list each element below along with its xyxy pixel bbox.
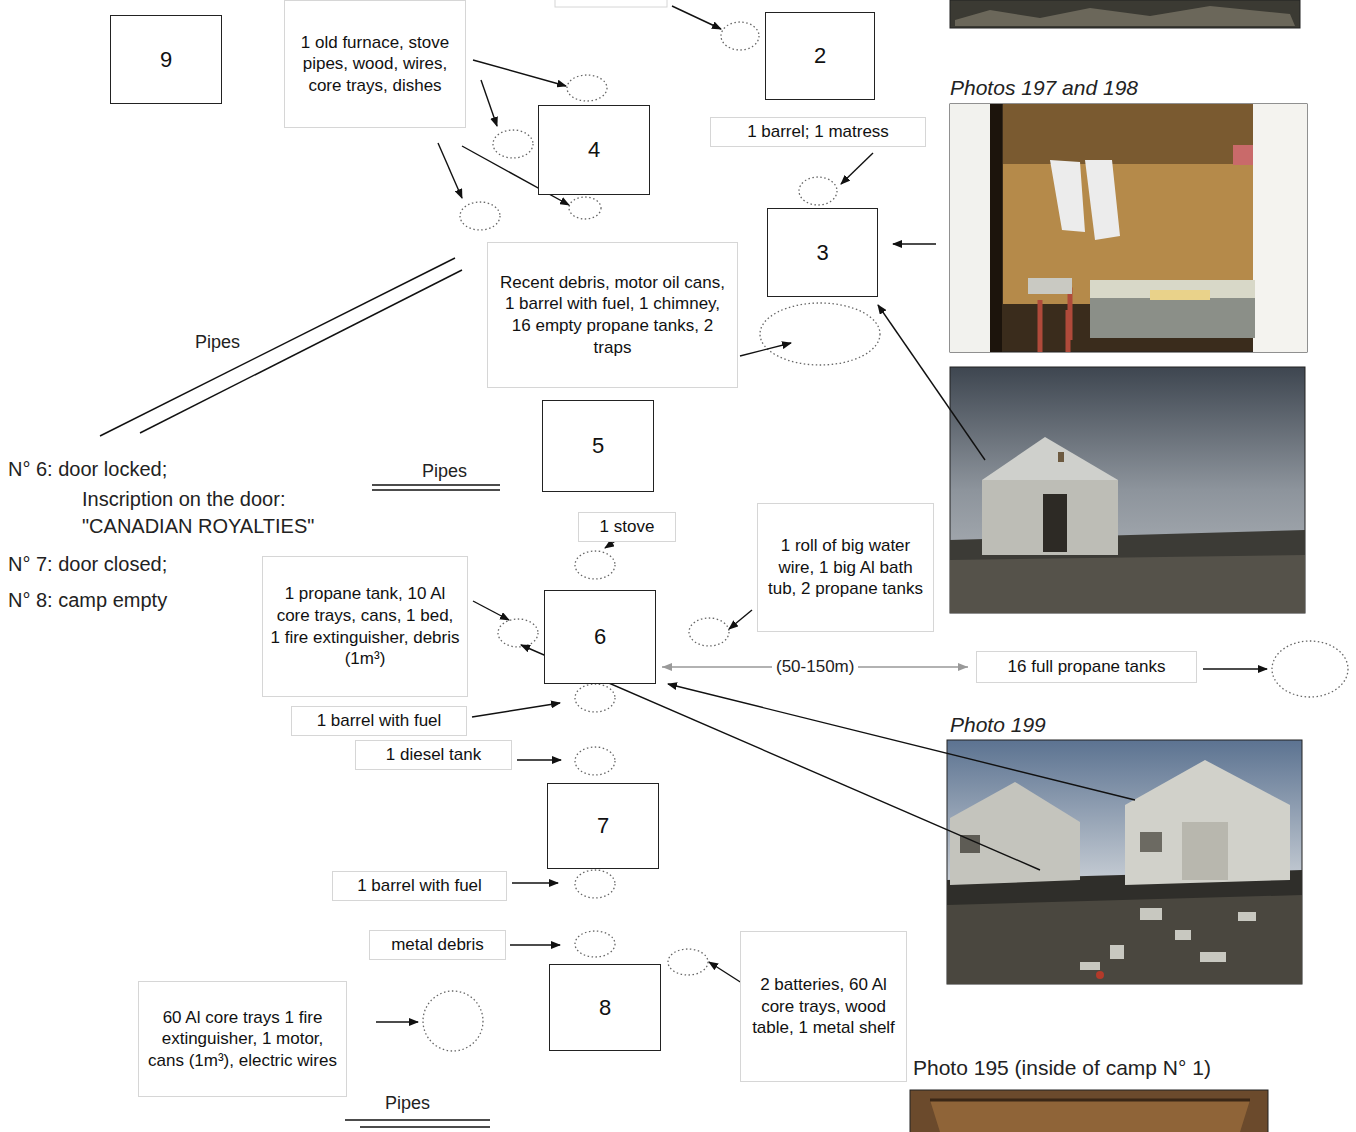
inventory-note: 60 Al core trays 1 fire extinguisher, 1 …: [138, 981, 347, 1097]
photo-inside-camp1: [910, 1090, 1268, 1132]
annotation-text: Pipes: [422, 461, 467, 482]
camp-number: 3: [816, 240, 828, 266]
camp-number: 9: [160, 47, 172, 73]
inventory-note: 1 old furnace, stove pipes, wood, wires,…: [284, 0, 466, 128]
inventory-note: metal debris: [369, 930, 506, 960]
note-text: 16 full propane tanks: [1008, 656, 1166, 678]
note-text: 1 propane tank, 10 Al core trays, cans, …: [270, 583, 460, 669]
distance-label: (50-150m): [772, 657, 858, 677]
note-text: 1 stove: [600, 516, 655, 538]
leader-arrows: [376, 6, 1267, 1022]
note-box-cut: [555, 0, 667, 7]
annotation-text: N° 8: camp empty: [8, 589, 167, 612]
inventory-note: 1 barrel; 1 matress: [710, 117, 926, 147]
camp-box: 3: [767, 208, 878, 297]
note-text: 1 barrel; 1 matress: [747, 121, 889, 143]
annotation-text: Photo 195 (inside of camp N° 1): [913, 1056, 1211, 1080]
inventory-note: 1 barrel with fuel: [332, 871, 507, 901]
pipes: [100, 258, 500, 1127]
photo-interior: [950, 104, 1307, 352]
inventory-note: 1 barrel with fuel: [291, 706, 467, 736]
camp-number: 6: [594, 624, 606, 650]
camp-box: 4: [538, 105, 650, 195]
camp-number: 8: [599, 995, 611, 1021]
inventory-note: 1 roll of big water wire, 1 big Al bath …: [757, 503, 934, 632]
annotation-text: "CANADIAN ROYALTIES": [82, 515, 314, 538]
camp-number: 5: [592, 433, 604, 459]
camp-box: 9: [110, 15, 222, 104]
note-text: 60 Al core trays 1 fire extinguisher, 1 …: [146, 1007, 339, 1072]
photo-caption: Photos 197 and 198: [950, 76, 1138, 100]
note-text: 1 old furnace, stove pipes, wood, wires,…: [292, 32, 458, 97]
note-text: Recent debris, motor oil cans, 1 barrel …: [495, 272, 730, 358]
annotation-text: Pipes: [385, 1093, 430, 1114]
note-text: metal debris: [391, 934, 484, 956]
annotation-text: N° 7: door closed;: [8, 553, 167, 576]
note-text: 1 roll of big water wire, 1 big Al bath …: [765, 535, 926, 600]
camp-box: 2: [765, 12, 875, 100]
annotation-text: N° 6: door locked;: [8, 458, 167, 481]
annotation-text: Inscription on the door:: [82, 488, 285, 511]
note-text: 2 batteries, 60 Al core trays, wood tabl…: [748, 974, 899, 1039]
photo-caption: Photo 199: [950, 713, 1046, 737]
inventory-note: 1 propane tank, 10 Al core trays, cans, …: [262, 556, 468, 697]
note-text: 1 barrel with fuel: [357, 875, 482, 897]
photo-camp: [950, 367, 1305, 613]
photo-two-camps: [947, 740, 1302, 984]
camp-number: 7: [597, 813, 609, 839]
inventory-note: 1 stove: [578, 512, 676, 542]
camp-box: 8: [549, 964, 661, 1051]
camp-box: 5: [542, 400, 654, 492]
note-text: 1 barrel with fuel: [317, 710, 442, 732]
inventory-note: 2 batteries, 60 Al core trays, wood tabl…: [740, 931, 907, 1082]
location-ellipses: [423, 22, 1348, 1051]
annotation-text: Pipes: [195, 332, 240, 353]
camp-number: 4: [588, 137, 600, 163]
inventory-note: 1 diesel tank: [355, 740, 512, 770]
camp-number: 2: [814, 43, 826, 69]
camp-box: 6: [544, 590, 656, 684]
camp-box: 7: [547, 783, 659, 869]
inventory-note: 16 full propane tanks: [976, 651, 1197, 683]
photo-top: [950, 0, 1300, 28]
note-text: 1 diesel tank: [386, 744, 481, 766]
inventory-note: Recent debris, motor oil cans, 1 barrel …: [487, 242, 738, 388]
